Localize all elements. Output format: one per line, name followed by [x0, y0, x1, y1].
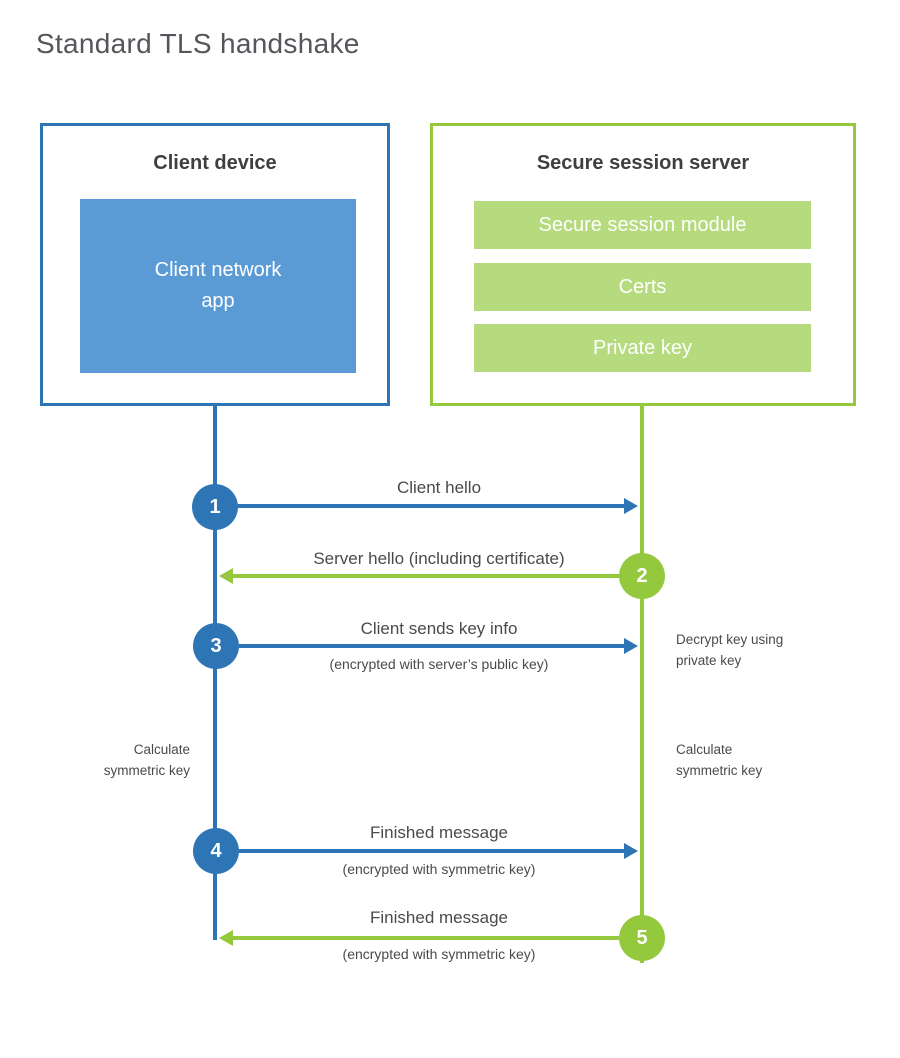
- step5-arrowhead-left-icon: [219, 930, 233, 946]
- client-device-box: Client device Client network app: [40, 123, 390, 406]
- calc-left-line2: symmetric key: [103, 763, 190, 778]
- server-heading: Secure session server: [536, 152, 750, 174]
- step3-arrow-shaft: [239, 644, 624, 648]
- step2-arrowhead-left-icon: [219, 568, 233, 584]
- step1-arrowhead-right-icon: [624, 498, 638, 514]
- secure-session-server-box: Secure session server Secure session mod…: [430, 123, 856, 406]
- client-network-app-block: Client network app: [80, 199, 356, 373]
- step5-arrow-shaft: [233, 936, 619, 940]
- step5-sublabel: (encrypted with symmetric key): [342, 946, 536, 962]
- step1-arrow-shaft: [238, 504, 624, 508]
- step5-label: Finished message: [370, 908, 508, 927]
- step3-arrowhead-right-icon: [624, 638, 638, 654]
- decrypt-key-note-line2: private key: [676, 653, 742, 668]
- step3-sublabel: (encrypted with server’s public key): [329, 656, 549, 672]
- client-device-heading: Client device: [153, 152, 277, 174]
- calculate-symmetric-key-note-server: Calculate symmetric key: [676, 739, 816, 781]
- client-lifeline: [213, 405, 217, 940]
- server-lifeline: [640, 405, 644, 963]
- server-module-private-key: Private key: [474, 324, 811, 372]
- calculate-symmetric-key-note-client: Calculate symmetric key: [60, 739, 190, 781]
- step2-arrow-shaft: [233, 574, 619, 578]
- step3-circle: 3: [193, 623, 239, 669]
- page-title: Standard TLS handshake: [36, 28, 360, 59]
- step4-arrow-shaft: [239, 849, 624, 853]
- decrypt-key-note-line1: Decrypt key using: [676, 632, 784, 647]
- step4-sublabel: (encrypted with symmetric key): [342, 861, 536, 877]
- step1-label: Client hello: [396, 478, 482, 497]
- server-module-certs: Certs: [474, 263, 811, 311]
- step3-label: Client sends key info: [360, 619, 518, 638]
- client-app-label-line1: Client network: [154, 259, 282, 281]
- step2-circle: 2: [619, 553, 665, 599]
- calc-left-line1: Calculate: [133, 742, 190, 757]
- step1-circle: 1: [192, 484, 238, 530]
- step4-label: Finished message: [370, 823, 508, 842]
- calc-right-line2: symmetric key: [676, 763, 763, 778]
- server-module-secure-session: Secure session module: [474, 201, 811, 249]
- step2-label: Server hello (including certificate): [313, 549, 565, 568]
- step4-circle: 4: [193, 828, 239, 874]
- client-app-label-line2: app: [201, 290, 235, 312]
- step5-circle: 5: [619, 915, 665, 961]
- calc-right-line1: Calculate: [676, 742, 733, 757]
- step4-arrowhead-right-icon: [624, 843, 638, 859]
- decrypt-key-note: Decrypt key using private key: [676, 629, 816, 671]
